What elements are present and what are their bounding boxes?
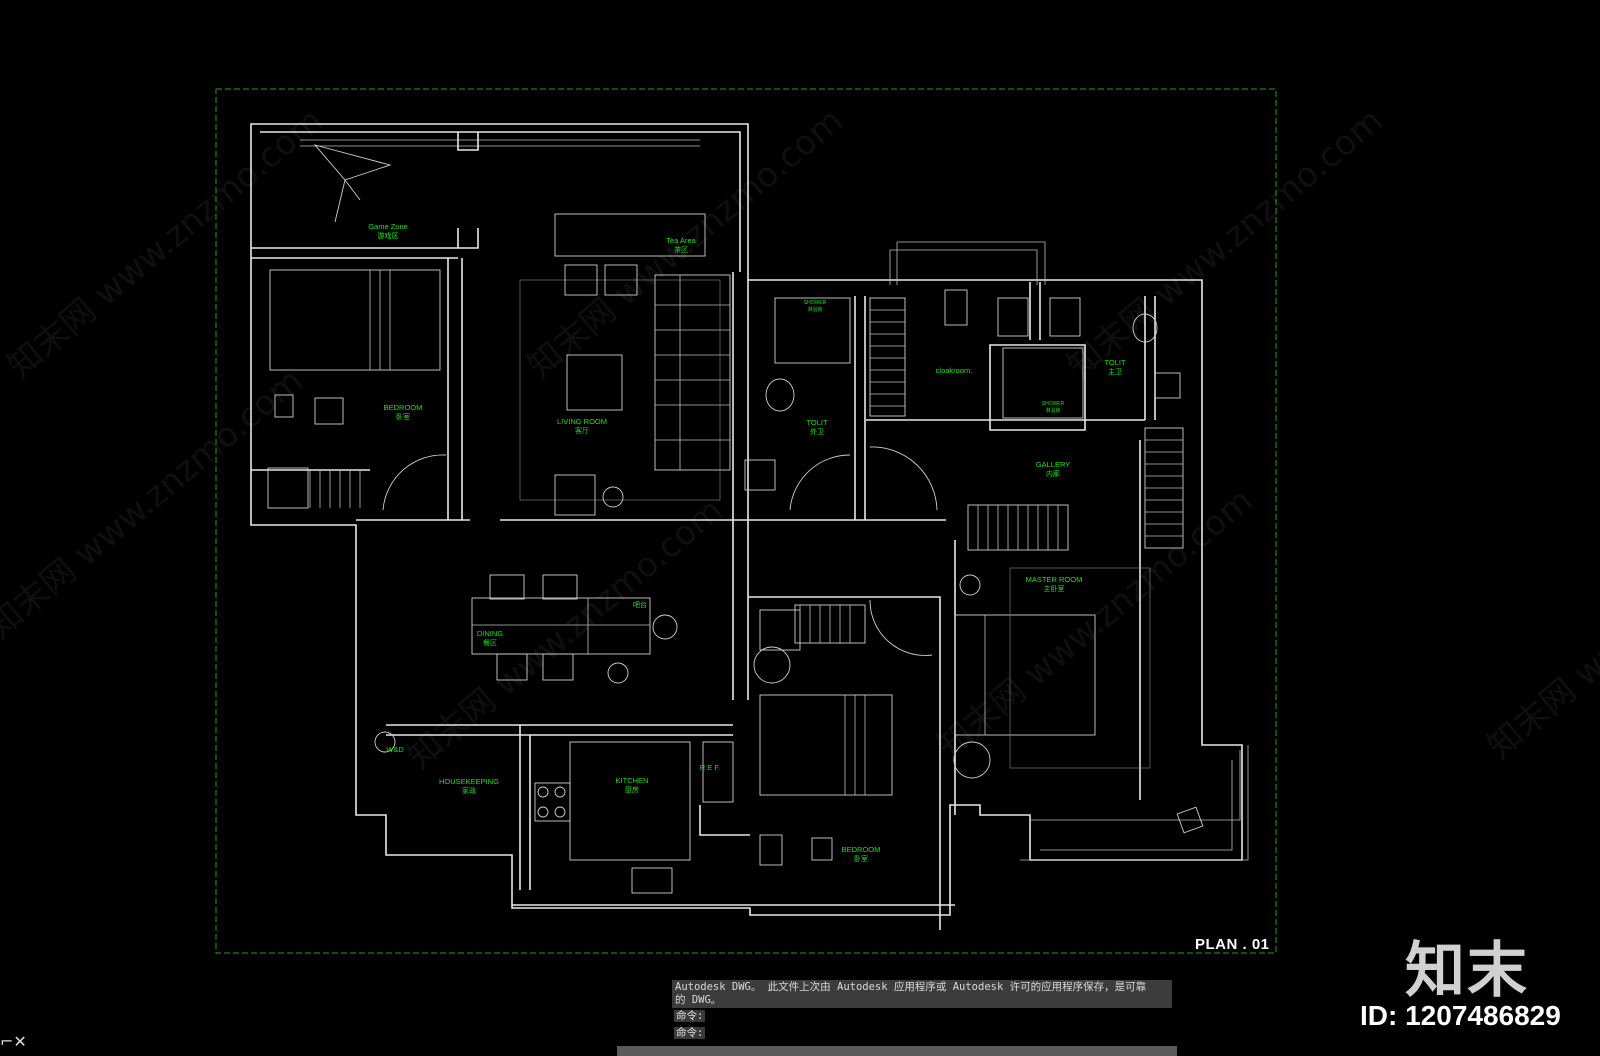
rug <box>519 279 721 501</box>
room-label-dining: DINING <box>477 629 503 638</box>
tea-table <box>554 213 706 257</box>
room-label-master-room: MASTER ROOM <box>1026 575 1083 584</box>
command-history-line: 的 DWG。 <box>675 994 722 1006</box>
room-labels: Game Zone 游戏区 Tea Area 茶区 BEDROOM 卧室 LIV… <box>368 222 1126 863</box>
room-label-living-room: LIVING ROOM <box>557 417 607 426</box>
watermark-tile: 知末网 www.znzmo.com <box>1060 100 1391 386</box>
room-label-dining-cn: 餐区 <box>483 638 497 647</box>
hammock <box>313 144 392 223</box>
command-prompt-line: 命令: <box>674 1027 706 1039</box>
armchair <box>554 474 596 516</box>
drawing-frame <box>215 88 1277 954</box>
command-prompt-line: 命令: <box>674 1010 706 1022</box>
room-label-tea-area: Tea Area <box>666 236 696 245</box>
room-label-bedroom-1-cn: 卧室 <box>396 412 410 421</box>
watermark-tile: 知末网 www.znzmo.com <box>0 100 331 386</box>
room-label-toilet-2: TOLIT <box>1104 358 1126 367</box>
door-arc <box>869 599 933 656</box>
room-label-ref: R E F. <box>700 763 720 772</box>
ucs-axis-icon: ⌐✕ <box>0 1032 27 1051</box>
room-label-toilet-2-cn: 主卫 <box>1108 367 1122 376</box>
command-window[interactable]: Autodesk DWG。 此文件上次由 Autodesk 应用程序或 Auto… <box>672 980 1172 1042</box>
room-label-bedroom-2: BEDROOM <box>842 845 881 854</box>
door-arc <box>869 446 938 511</box>
room-label-toilet-1: TOLIT <box>806 418 828 427</box>
watermark-tile: 知末网 www.znzmo.com <box>1480 480 1600 766</box>
plan-title: PLAN . 01 <box>1195 936 1270 953</box>
room-label-shower-1-cn: 淋浴房 <box>807 306 822 313</box>
room-label-gallery-cn: 内廊 <box>1046 469 1060 478</box>
room-label-shower-2: SHOWER <box>1042 401 1065 407</box>
furniture <box>267 144 1204 894</box>
room-label-shower-2-cn: 淋浴房 <box>1045 407 1060 414</box>
door-arc <box>382 454 447 511</box>
room-label-kitchen: KITCHEN <box>616 776 649 785</box>
coffee-table <box>566 354 623 411</box>
master-bed <box>954 614 1096 736</box>
room-label-kitchen-cn: 厨房 <box>625 785 639 794</box>
room-label-cloakroom: cloakroom. <box>936 366 973 375</box>
watermark-tiles: 知末网 www.znzmo.com 知末网 www.znzmo.com 知末网 … <box>0 100 1600 776</box>
room-label-bedroom-2-cn: 卧室 <box>854 854 868 863</box>
walls <box>250 123 1249 930</box>
command-input[interactable] <box>617 1046 1177 1056</box>
room-label-living-room-cn: 客厅 <box>575 426 589 435</box>
sofa <box>654 274 731 471</box>
door-arc <box>789 454 851 511</box>
room-label-shower-1: SHOWER <box>804 300 827 306</box>
room-label-master-room-cn: 主卧室 <box>1044 584 1065 593</box>
room-label-housekeeping-cn: 家政 <box>462 786 476 795</box>
room-label-bedroom-1: BEDROOM <box>384 403 423 412</box>
brand-id: ID: 1207486829 <box>1360 1000 1561 1031</box>
bed-2 <box>759 694 893 796</box>
room-label-game-zone-cn: 游戏区 <box>378 231 399 240</box>
room-label-game-zone: Game Zone <box>368 222 408 231</box>
brand-logo: 知末 <box>1405 936 1529 1006</box>
watermark-tile: 知末网 www.znzmo.com <box>0 360 311 646</box>
bed <box>269 269 441 371</box>
room-label-tea-area-cn: 茶区 <box>674 245 688 254</box>
side-table <box>602 486 624 508</box>
room-label-toilet-1-cn: 外卫 <box>810 427 824 436</box>
room-label-wd: W&D <box>386 745 404 754</box>
room-label-bar-cn: 吧台 <box>633 600 647 609</box>
room-label-housekeeping: HOUSEKEEPING <box>439 777 499 786</box>
command-history-line: Autodesk DWG。 此文件上次由 Autodesk 应用程序或 Auto… <box>675 981 1147 993</box>
watermark-tile: 知末网 www.znzmo.com <box>400 490 731 776</box>
command-history: Autodesk DWG。 此文件上次由 Autodesk 应用程序或 Auto… <box>672 980 1172 1008</box>
room-label-gallery: GALLERY <box>1036 460 1070 469</box>
